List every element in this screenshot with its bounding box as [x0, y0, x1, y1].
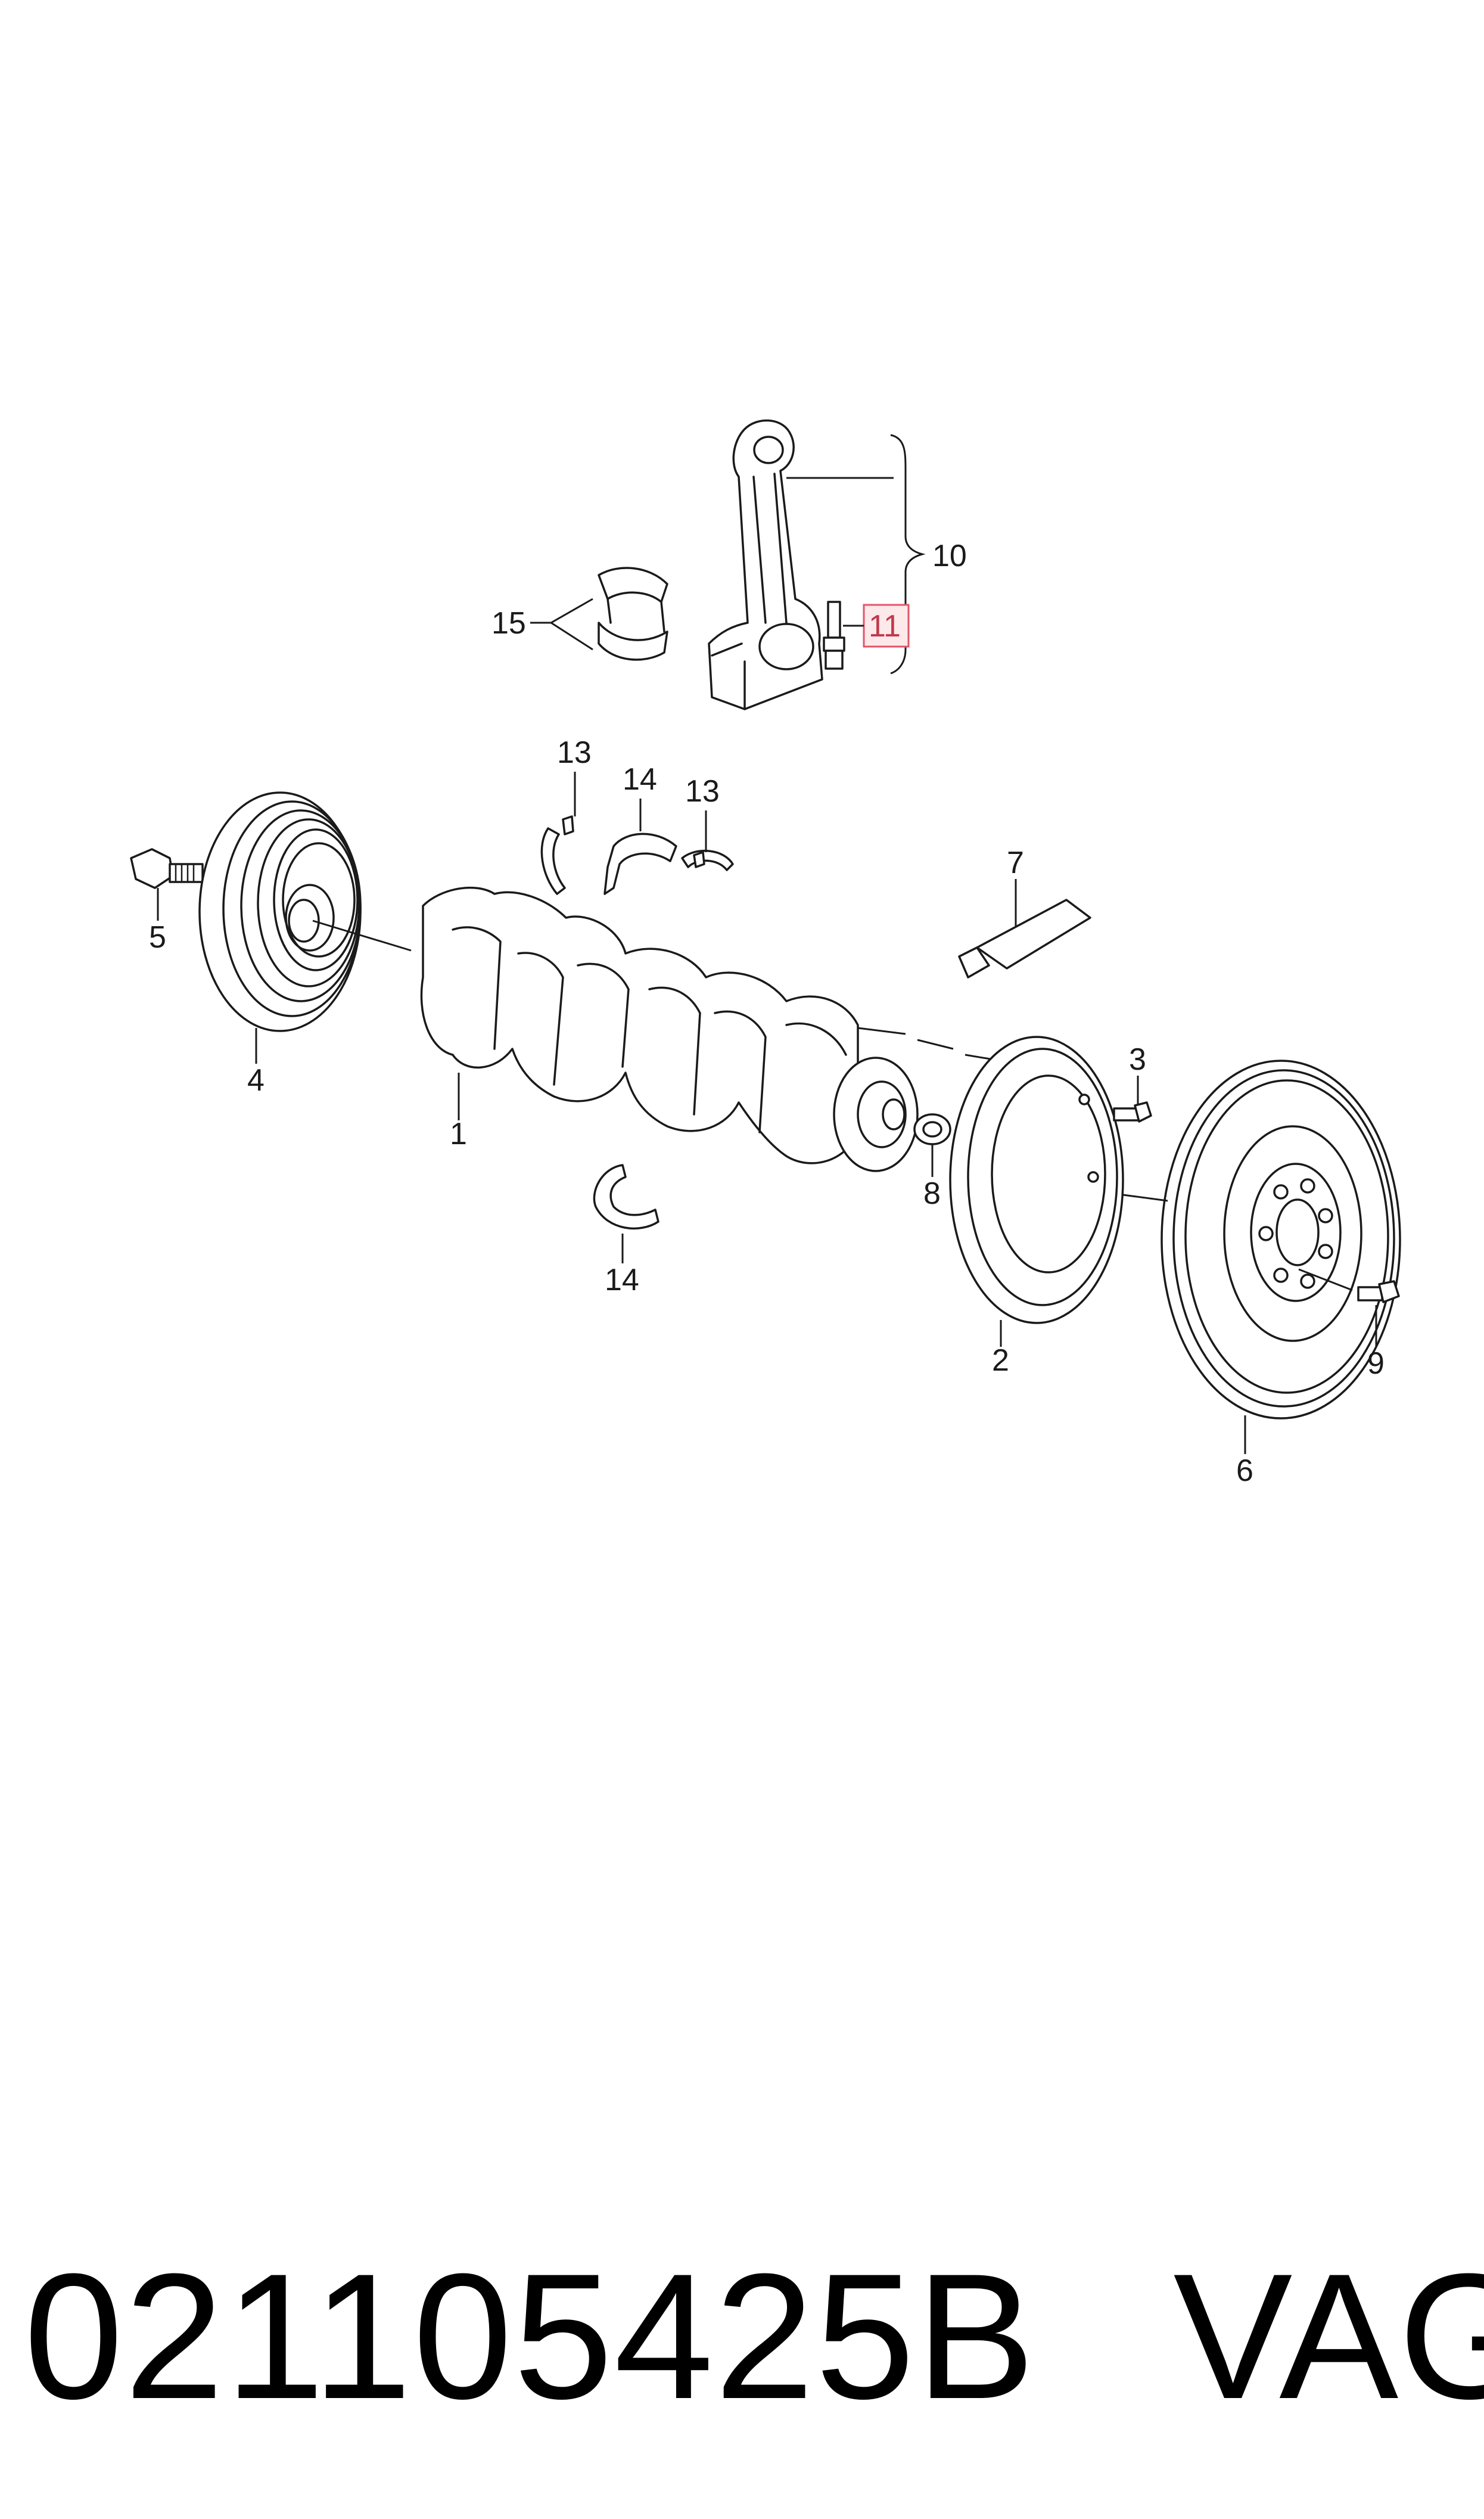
exploded-parts-diagram: 1 2 3 4 5 6 7 8 9 10 11 13 13 14 14 15 [130, 419, 1401, 1488]
callout-3: 3 [1129, 1042, 1146, 1077]
callout-11[interactable]: 11 [869, 609, 901, 644]
callout-13-left: 13 [557, 735, 592, 770]
callout-1: 1 [450, 1117, 467, 1151]
callout-6: 6 [1236, 1453, 1253, 1488]
main-bearing-shell-lower [593, 1164, 659, 1230]
pilot-bearing [913, 1113, 951, 1145]
grease-tube [958, 899, 1091, 979]
sender-wheel [949, 1036, 1124, 1324]
main-bearing-shell-upper [603, 833, 677, 895]
thrust-washer-left [540, 815, 574, 895]
callout-2: 2 [992, 1343, 1009, 1378]
part-number: 021105425B [24, 2236, 1037, 2436]
callout-10: 10 [932, 539, 967, 573]
callout-13-right: 13 [685, 774, 720, 809]
conrod-bearing-shells [598, 567, 668, 661]
flywheel [1161, 1060, 1401, 1420]
footer: 021105425B VAG [24, 2236, 1484, 2436]
pulley-bolt [130, 848, 204, 889]
thrust-washer-right [681, 850, 734, 871]
callout-14-lower: 14 [605, 1263, 639, 1297]
brand-name: VAG [1173, 2236, 1484, 2436]
callout-15: 15 [491, 606, 526, 641]
connecting-rod [708, 419, 823, 710]
flywheel-bolt [1357, 1280, 1400, 1303]
callout-8: 8 [923, 1176, 941, 1211]
callout-7: 7 [1007, 846, 1024, 880]
crankshaft [420, 886, 919, 1172]
callout-4: 4 [247, 1063, 265, 1098]
crankshaft-pulley [198, 791, 362, 1032]
callout-14-upper: 14 [623, 762, 657, 797]
rod-bolt [823, 601, 845, 670]
sender-wheel-bolt [1113, 1101, 1152, 1123]
callout-5: 5 [149, 920, 166, 955]
callout-9: 9 [1367, 1346, 1385, 1381]
